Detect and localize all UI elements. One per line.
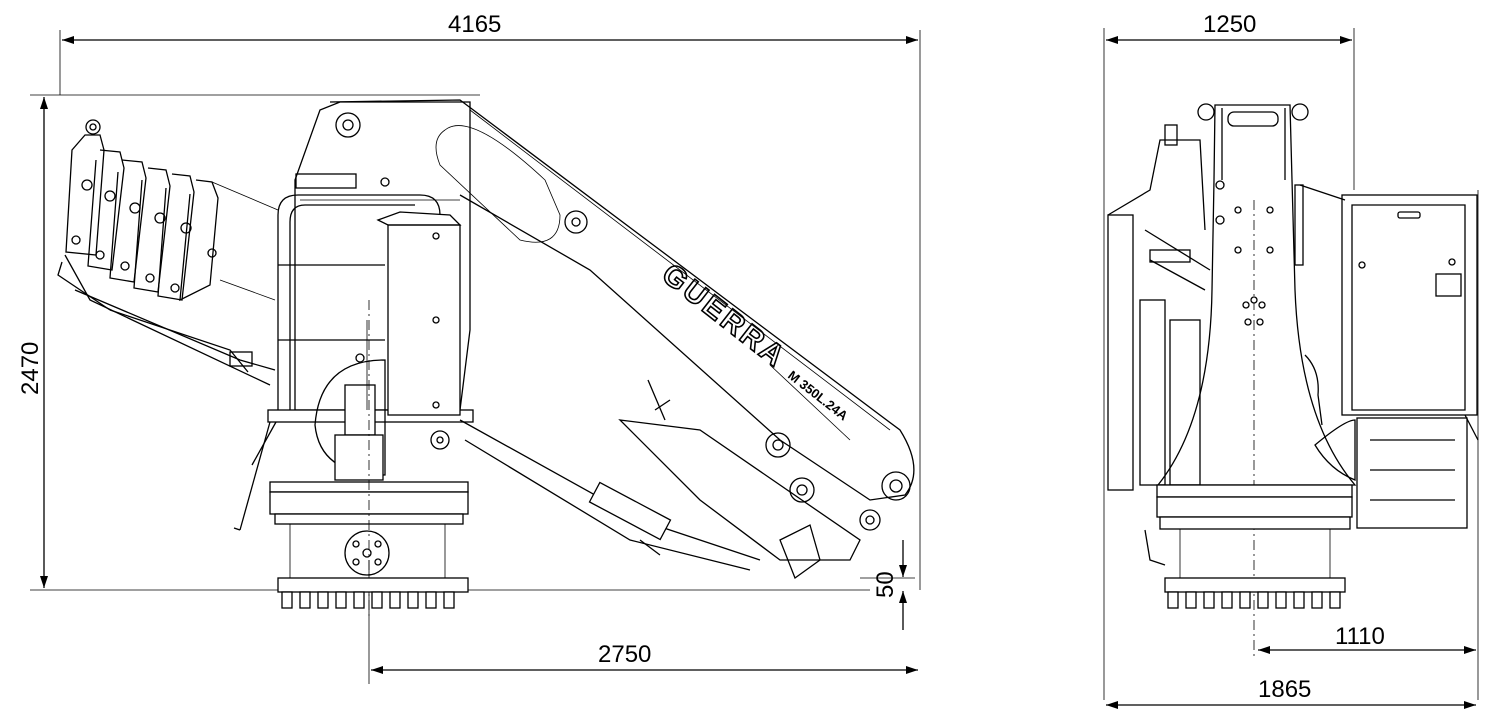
- dimension-label-side-overall-width: 1865: [1258, 676, 1311, 703]
- front-left-equipment: [1107, 124, 1225, 491]
- slewing-motor: [314, 320, 386, 481]
- front-right-platform: [1294, 184, 1479, 529]
- front-base-flange: [1164, 577, 1346, 609]
- turntable-ring: [269, 300, 469, 620]
- front-turntable-ring: [1144, 484, 1353, 578]
- model-label: M 350L.24A: [785, 368, 851, 424]
- dimension-side-right-offset: 1110: [1258, 190, 1479, 700]
- dimension-label-overall-height: 2470: [17, 342, 44, 395]
- dimension-side-top-width: 1250: [1103, 11, 1355, 700]
- dimension-label-side-right-offset: 1110: [1335, 623, 1385, 650]
- folded-extension-stack: [57, 119, 279, 386]
- dimension-base-offset: 50: [860, 540, 915, 630]
- dimension-overall-length: 4165: [59, 11, 921, 590]
- dimension-side-overall-width: 1865: [1106, 676, 1476, 709]
- crane-side-view: GUERRA M 350L.24A: [57, 99, 915, 620]
- dimension-label-reach-from-axis: 2750: [598, 641, 651, 668]
- front-column: [1156, 103, 1357, 660]
- brand-label: GUERRA: [656, 258, 793, 375]
- base-flange: [277, 530, 469, 609]
- secondary-boom-cylinder: [430, 379, 881, 580]
- main-boom: [329, 99, 915, 501]
- dimension-reach-from-axis: 2750: [368, 560, 918, 684]
- control-box: [376, 211, 462, 416]
- dimension-label-side-top-width: 1250: [1203, 11, 1256, 38]
- dimension-label-base-offset: 50: [872, 571, 899, 598]
- crane-front-view: [1107, 103, 1479, 660]
- dimension-label-overall-length: 4165: [448, 11, 501, 38]
